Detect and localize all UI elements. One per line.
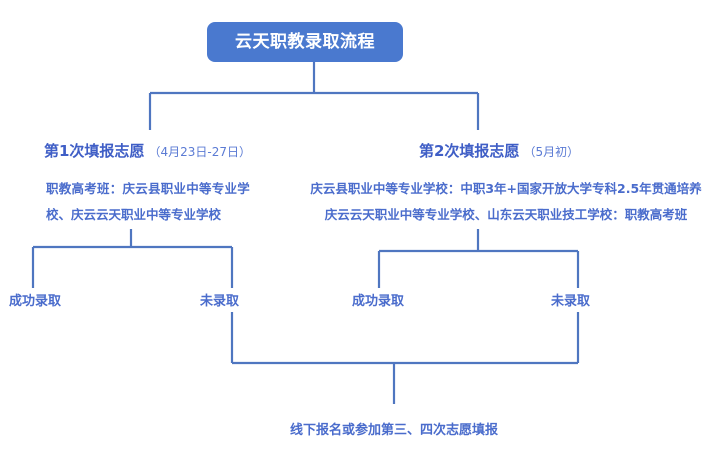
stage1-body: 职教高考班：庆云县职业中等专业学 校、庆云云天职业中等专业学校	[46, 176, 296, 228]
stage1-body-line-2: 校、庆云云天职业中等专业学校	[46, 207, 222, 222]
stage1-outcome-success: 成功录取	[9, 294, 62, 309]
stage2-heading-note: （5月初）	[523, 145, 580, 159]
stage2-outcome-success: 成功录取	[352, 294, 405, 309]
stage1-heading: 第1次填报志愿（4月23日-27日）	[44, 143, 251, 159]
stage2-outcome-fail: 未录取	[551, 294, 591, 309]
stage2-heading: 第2次填报志愿（5月初）	[419, 143, 579, 159]
stage1-heading-main: 第1次填报志愿	[44, 142, 145, 160]
stage2-body: 庆云县职业中等专业学校：中职3年+国家开放大学专科2.5年贯通培养 庆云云天职业…	[306, 176, 706, 228]
stage2-body-line-1: 庆云县职业中等专业学校：中职3年+国家开放大学专科2.5年贯通培养	[310, 181, 702, 196]
stage1-body-line-1: 职教高考班：庆云县职业中等专业学	[46, 181, 251, 196]
stage1-heading-note: （4月23日-27日）	[148, 145, 251, 159]
final-outcome-node: 线下报名或参加第三、四次志愿填报	[289, 423, 498, 438]
stage1-outcome-fail: 未录取	[200, 294, 240, 309]
flowchart-title-node[interactable]: 云天职教录取流程	[207, 22, 403, 62]
stage2-heading-main: 第2次填报志愿	[419, 142, 520, 160]
stage2-body-line-2: 庆云云天职业中等专业学校、山东云天职业技工学校：职教高考班	[324, 207, 688, 222]
flowchart-title-text: 云天职教录取流程	[235, 31, 375, 52]
